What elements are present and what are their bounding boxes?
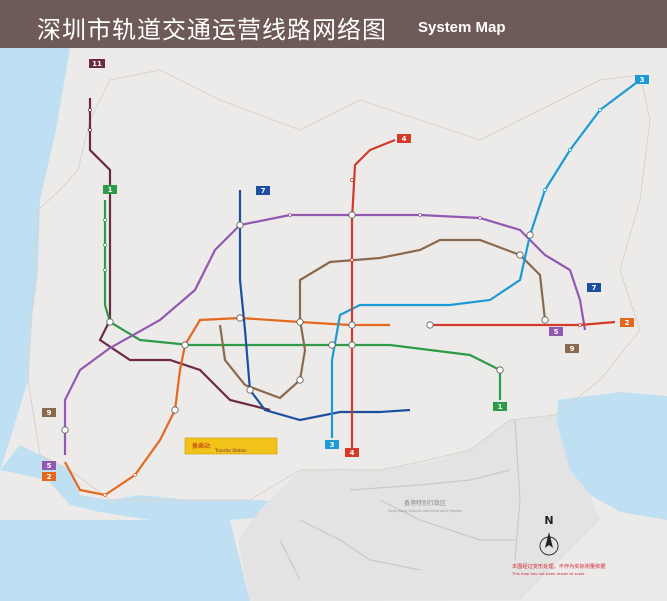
line-7-badge-label: 7 xyxy=(261,187,266,195)
compass-letter: N xyxy=(544,514,553,527)
line-5-east-badge-label: 5 xyxy=(554,328,559,336)
line-9-badge-label: 9 xyxy=(47,409,52,417)
station-transfer xyxy=(329,342,335,348)
station-transfer xyxy=(237,315,243,321)
page-title-english: System Map xyxy=(418,19,506,36)
station-transfer xyxy=(497,367,503,373)
station-transfer xyxy=(427,322,433,328)
line-1-badge-label: 1 xyxy=(108,186,113,194)
line-3-badge-label: 3 xyxy=(640,76,645,84)
line-9-east-badge-label: 9 xyxy=(570,345,575,353)
station-transfer xyxy=(182,342,188,348)
metro-map: 11 1 1 2 2 3 3 4 4 5 5 7 7 xyxy=(0,48,667,601)
line-2-badge-label: 2 xyxy=(47,473,52,481)
line-4-south-badge-label: 4 xyxy=(350,449,355,457)
station-transfer xyxy=(517,252,523,258)
station-transfer xyxy=(297,319,303,325)
transfer-note-text-en: Transfer Station xyxy=(214,448,247,453)
line-7-east-badge-label: 7 xyxy=(592,284,597,292)
station-transfer xyxy=(349,212,355,218)
transfer-note-text: 换乘站 xyxy=(192,442,210,450)
station-transfer xyxy=(107,319,113,325)
line-3-south-badge-label: 3 xyxy=(330,441,335,449)
line-2-east-badge-label: 2 xyxy=(625,319,630,327)
station-transfer xyxy=(527,232,533,238)
station-transfer xyxy=(172,407,178,413)
line-4-badge-label: 4 xyxy=(402,135,407,143)
station-transfer xyxy=(349,342,355,348)
hk-region-label-en: Hong Kong Special Administrative Region xyxy=(388,509,462,513)
station-transfer xyxy=(349,322,355,328)
hk-region-label: 香港特别行政区 xyxy=(404,499,446,507)
map-header: 深圳市轨道交通运营线路网络图 System Map xyxy=(0,0,667,48)
line-1-south-badge-label: 1 xyxy=(498,403,503,411)
station-transfer xyxy=(62,427,68,433)
south-west-water xyxy=(0,520,250,601)
station-transfer xyxy=(247,387,253,393)
line-5-badge-label: 5 xyxy=(47,462,52,470)
station-transfer xyxy=(542,317,548,323)
map-notice: 本图经过变形处理，不作为实际测量依据 xyxy=(512,562,605,570)
page-title: 深圳市轨道交通运营线路网络图 xyxy=(37,10,387,45)
station-transfer xyxy=(237,222,243,228)
line-11-badge-label: 11 xyxy=(92,60,102,68)
map-notice-en: This map has not been drawn to scale xyxy=(511,571,585,576)
station-transfer xyxy=(297,377,303,383)
